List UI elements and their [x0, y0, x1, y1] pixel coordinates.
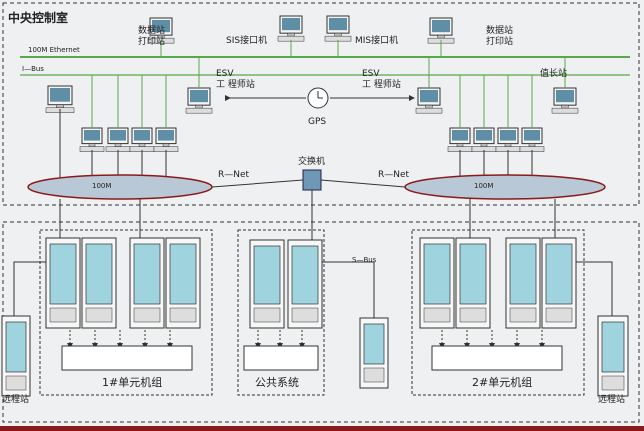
unit2-cabinet-2 [455, 237, 491, 329]
esv-right-monitor-icon [415, 87, 443, 114]
unit2-frame [411, 229, 585, 396]
value-station-label: 值长站 [540, 67, 567, 79]
bottom-bar [0, 426, 644, 431]
operator-right-2-icon [471, 127, 497, 152]
mis-monitor-icon [324, 15, 352, 42]
rnet-line-left [211, 179, 304, 188]
public-frame [237, 229, 325, 396]
unit1-cabinet-1 [45, 237, 81, 329]
unit2-label: 2#单元机组 [472, 375, 532, 389]
sbus-label: S—Bus [352, 256, 377, 264]
operator-right-3-icon [495, 127, 521, 152]
print-station-left-label: 数据站打印站 [138, 24, 165, 47]
operator-right-1-icon [447, 127, 473, 152]
unit1-cabinet-2 [81, 237, 117, 329]
operator-left-3-icon [129, 127, 155, 152]
central-room-frame [2, 2, 640, 206]
public-cabinet-1 [249, 239, 285, 329]
unit1-frame [39, 229, 213, 396]
print-station-right-icon [427, 17, 455, 44]
unit2-device-row [431, 345, 563, 371]
operator-left-1-icon [79, 127, 105, 152]
remote-left-label: 远程站 [2, 393, 29, 405]
rnet-line-right [320, 179, 406, 188]
print-station-right-label: 数据站打印站 [486, 24, 513, 47]
remote-station-right [597, 315, 629, 397]
public-remote-station [359, 317, 389, 389]
unit1-cabinet-3 [129, 237, 165, 329]
remote-right-label: 远程站 [598, 393, 625, 405]
ring-left-label: 100M [92, 182, 111, 190]
rnet-ring-left [27, 174, 213, 200]
switch-label: 交换机 [298, 155, 325, 167]
ring-right-label: 100M [474, 182, 493, 190]
mis-label: MIS接口机 [355, 34, 398, 46]
unit2-cabinet-4 [541, 237, 577, 329]
rnet-left-label: R—Net [218, 170, 250, 180]
operator-left-4-icon [153, 127, 179, 152]
public-cabinet-2 [287, 239, 323, 329]
ibus-label: I—Bus [22, 65, 44, 73]
public-device-row [243, 345, 319, 371]
value-station-monitor-icon [551, 87, 579, 114]
unit2-cabinet-3 [505, 237, 541, 329]
unit2-cabinet-1 [419, 237, 455, 329]
gps-label: GPS [308, 117, 326, 127]
sis-label: SIS接口机 [226, 34, 267, 46]
rnet-right-label: R—Net [378, 170, 410, 180]
central-room-title: 中央控制室 [8, 10, 68, 25]
public-label: 公共系统 [255, 376, 299, 389]
sis-monitor-icon [277, 15, 305, 42]
esv-left-monitor-icon [185, 87, 213, 114]
unit1-cabinet-4 [165, 237, 201, 329]
operator-left-2-icon [105, 127, 131, 152]
unit1-label: 1#单元机组 [102, 375, 162, 389]
rnet-ring-right [404, 174, 606, 200]
switch-box [302, 169, 322, 191]
remote-station-left [1, 315, 31, 397]
unit1-device-row [61, 345, 193, 371]
operator-right-4-icon [519, 127, 545, 152]
ethernet-label: 100M Ethernet [28, 46, 80, 54]
i-bus-monitor-icon [45, 85, 75, 113]
